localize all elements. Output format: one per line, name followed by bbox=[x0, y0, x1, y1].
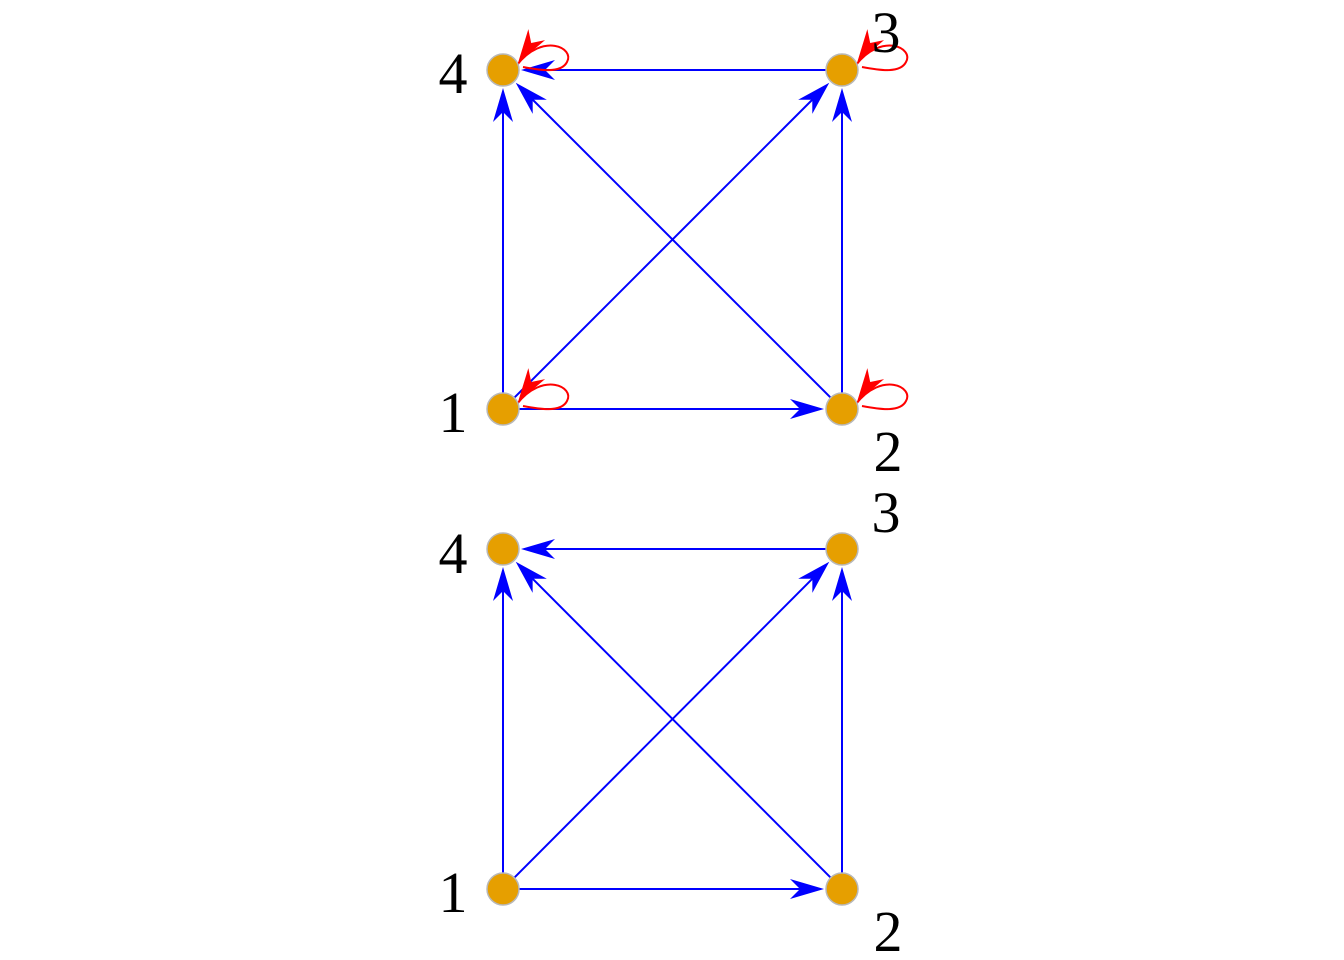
edge-2-4 bbox=[515, 561, 832, 879]
vertex-1 bbox=[486, 872, 520, 906]
edge-line-1-3 bbox=[513, 575, 816, 879]
edge-arrowhead-1-4 bbox=[493, 567, 513, 601]
vertex-label-1: 1 bbox=[439, 380, 468, 445]
edge-arrowhead-1-4 bbox=[493, 88, 513, 122]
edge-arrowhead-1-3 bbox=[798, 561, 830, 593]
edge-arrowhead-3-4 bbox=[521, 539, 555, 559]
edge-arrowhead-1-2 bbox=[790, 879, 824, 899]
edge-arrowhead-1-2 bbox=[790, 399, 824, 419]
self-loop-curve-4 bbox=[516, 44, 570, 72]
edge-1-2 bbox=[519, 879, 824, 899]
vertices bbox=[486, 532, 859, 906]
vertex-label-4: 4 bbox=[439, 41, 468, 106]
edges bbox=[493, 539, 852, 899]
vertex-4 bbox=[486, 53, 520, 87]
vertex-labels: 1 2 3 4 bbox=[439, 480, 903, 960]
edge-arrowhead-2-4 bbox=[515, 561, 547, 593]
edge-arrowhead-2-4 bbox=[515, 82, 547, 114]
self-loop-1 bbox=[516, 368, 570, 411]
edge-2-3 bbox=[832, 567, 852, 873]
vertex-label-3: 3 bbox=[872, 0, 901, 65]
self-loops bbox=[516, 29, 909, 411]
vertices bbox=[486, 53, 859, 426]
edge-2-4 bbox=[515, 82, 832, 399]
edge-1-4 bbox=[493, 567, 513, 873]
edge-1-3 bbox=[513, 561, 830, 879]
vertex-label-4: 4 bbox=[439, 521, 468, 586]
self-loop-curve-3 bbox=[855, 44, 909, 72]
vertex-labels: 1 2 3 4 bbox=[439, 0, 903, 484]
edge-line-2-4 bbox=[529, 575, 832, 879]
edge-3-4 bbox=[521, 539, 826, 559]
graph-with-loops: 1 2 3 4 bbox=[439, 0, 909, 484]
vertex-label-3: 3 bbox=[872, 480, 901, 545]
self-loop-arrowhead-4 bbox=[518, 29, 546, 63]
vertex-3 bbox=[825, 532, 859, 566]
edge-line-2-4 bbox=[529, 96, 832, 399]
vertex-3 bbox=[825, 53, 859, 87]
self-loop-4 bbox=[516, 29, 570, 72]
self-loop-arrowhead-3 bbox=[857, 29, 885, 63]
edge-1-3 bbox=[513, 82, 830, 399]
edge-1-2 bbox=[519, 399, 824, 419]
edge-arrowhead-2-3 bbox=[832, 567, 852, 601]
vertex-label-2: 2 bbox=[874, 899, 903, 960]
self-loop-3 bbox=[855, 29, 909, 72]
vertex-label-1: 1 bbox=[439, 860, 468, 925]
self-loop-curve-1 bbox=[516, 383, 570, 411]
vertex-1 bbox=[486, 392, 520, 426]
edge-arrowhead-2-3 bbox=[832, 88, 852, 122]
edge-2-3 bbox=[832, 88, 852, 393]
vertex-2 bbox=[825, 872, 859, 906]
self-loop-curve-2 bbox=[855, 383, 909, 411]
vertex-label-2: 2 bbox=[874, 419, 903, 484]
edge-line-1-3 bbox=[513, 96, 816, 399]
vertex-4 bbox=[486, 532, 520, 566]
edge-1-4 bbox=[493, 88, 513, 393]
self-loop-arrowhead-2 bbox=[857, 368, 885, 402]
self-loop-arrowhead-1 bbox=[518, 368, 546, 402]
edge-arrowhead-1-3 bbox=[798, 82, 830, 114]
self-loop-2 bbox=[855, 368, 909, 411]
edges bbox=[493, 60, 852, 419]
graph-without-loops: 1 2 3 4 bbox=[439, 480, 903, 960]
vertex-2 bbox=[825, 392, 859, 426]
